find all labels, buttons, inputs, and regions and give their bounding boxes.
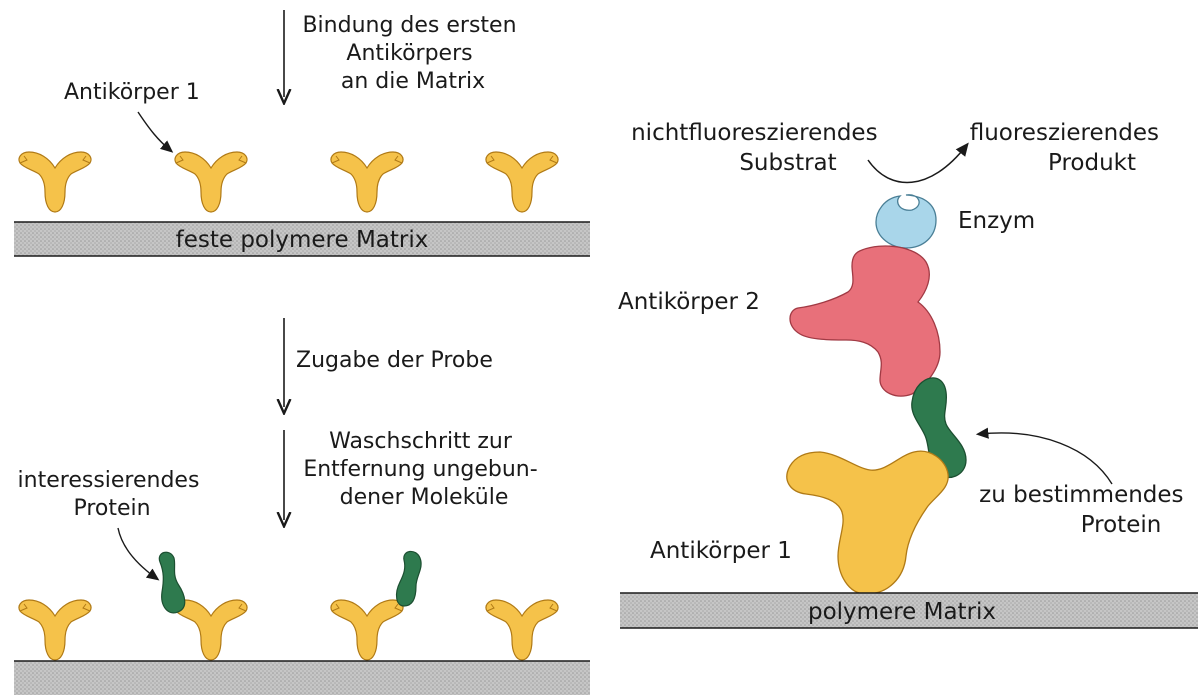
antibody1-label-left: Antikörper 1 <box>64 80 200 105</box>
step3-text: Waschschritt zur Entfernung ungebun- den… <box>303 429 544 510</box>
product-line-1: fluoreszierendes <box>970 120 1159 146</box>
row1-antibodies <box>19 152 558 212</box>
protein-label-left: interessierendes Protein <box>18 468 207 521</box>
step3-line-1: Waschschritt zur <box>329 429 513 454</box>
enzyme <box>876 195 936 248</box>
antibody-2b <box>175 600 247 660</box>
bound-protein-1 <box>159 552 184 613</box>
substrate-to-product-arrow <box>868 146 966 182</box>
target-protein-line-2: Protein <box>1081 512 1162 538</box>
matrix-top-label: feste polymere Matrix <box>176 227 429 253</box>
antibody-2a <box>19 600 91 660</box>
antibody-1d <box>486 152 558 212</box>
target-protein-line-1: zu bestimmendes <box>979 482 1183 508</box>
target-protein-pointer-arrow <box>980 433 1112 484</box>
protein-pointer-arrow <box>118 528 156 578</box>
antibody-1c <box>331 152 403 212</box>
step1-line-2: Antikörpers <box>346 41 472 66</box>
step3-line-2: Entfernung ungebun- <box>303 457 537 482</box>
antibody1-pointer-arrow <box>138 112 170 150</box>
row2-antibodies <box>19 600 558 660</box>
substrate-label: nichtfluoreszierendes Substrat <box>631 120 885 176</box>
target-protein-label: zu bestimmendes Protein <box>979 482 1191 538</box>
antibody2-label: Antikörper 2 <box>618 289 760 315</box>
antibody-1a <box>19 152 91 212</box>
matrix-bottom <box>14 661 590 695</box>
bound-protein-2 <box>397 551 422 606</box>
step1-line-3: an die Matrix <box>341 69 485 94</box>
antibody-2d <box>486 600 558 660</box>
antibody1-label-right: Antikörper 1 <box>650 538 792 564</box>
step1-line-1: Bindung des ersten <box>302 13 516 38</box>
substrate-line-1: nichtfluoreszierendes <box>631 120 877 146</box>
substrate-line-2: Substrat <box>739 150 836 176</box>
step1-text: Bindung des ersten Antikörpers an die Ma… <box>302 13 523 94</box>
protein-label-line-2: Protein <box>73 496 150 521</box>
antibody-2c <box>331 600 403 660</box>
step3-line-3: dener Moleküle <box>340 485 509 510</box>
step2-text: Zugabe der Probe <box>296 348 493 373</box>
matrix-right-label: polymere Matrix <box>808 599 996 625</box>
product-line-2: Produkt <box>1048 150 1136 176</box>
antibody-2 <box>790 246 940 396</box>
protein-label-line-1: interessierendes <box>18 468 200 493</box>
product-label: fluoreszierendes Produkt <box>970 120 1167 176</box>
antibody-1-large <box>787 451 948 594</box>
antibody-1b <box>175 152 247 212</box>
enzyme-label: Enzym <box>958 208 1035 234</box>
